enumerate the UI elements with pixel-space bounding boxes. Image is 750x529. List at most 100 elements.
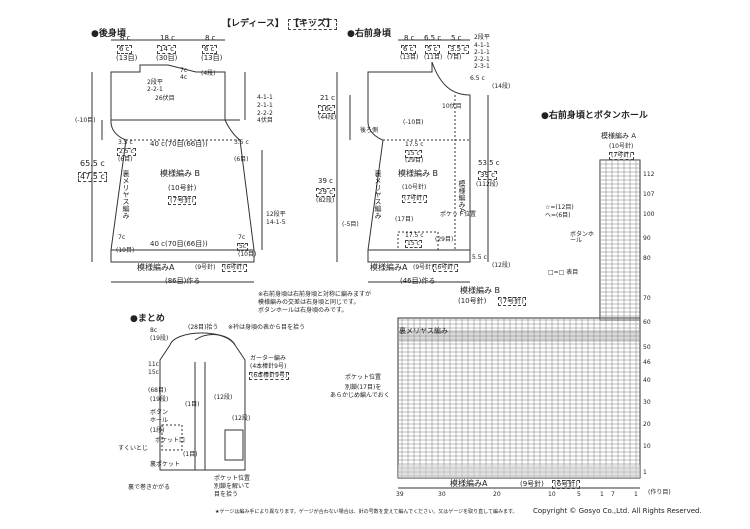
front-kids-2: 5 c — [425, 45, 440, 54]
back-right-3: 12段平 — [266, 211, 286, 218]
col-num: 5 — [577, 491, 581, 498]
front-pattern-b: 模様編み B — [398, 169, 439, 178]
front-pattern-a: 模様編みA — [370, 263, 408, 272]
finish-title: ●まとめ — [130, 314, 165, 324]
col-num: 39 — [396, 491, 404, 498]
chart-pattern-b: 模様編み B — [460, 286, 501, 295]
row-num: 40 — [643, 377, 651, 384]
back-arm-4: 4伏目 — [257, 117, 273, 124]
copyright: Copyright © Gosyo Co.,Ltd. All Rights Re… — [533, 507, 702, 515]
note-2: 模様編みの交差は右身頃と同じです。 — [258, 299, 360, 306]
back-reverse-stockinette: 裏メリヤス編み — [122, 170, 130, 219]
back-pattern-b: 模様編み B — [160, 169, 201, 178]
back-needle-4: (6号針) — [222, 264, 247, 272]
header-ladies: 【レディース】 — [222, 19, 284, 29]
row-num: 50 — [643, 344, 651, 351]
row-num: 100 — [643, 211, 655, 218]
back-needle-2: (7号針) — [168, 196, 196, 205]
finish-label: (1目) — [185, 401, 200, 408]
front-pocket-sts: (17目) — [395, 216, 414, 223]
chart-legend-star: ☆=(12目) — [545, 204, 574, 211]
col-num: 20 — [493, 491, 501, 498]
chart-pattern-a-bottom: 模様編みA — [450, 479, 488, 488]
finish-label: (12段) — [214, 394, 233, 401]
front-mid-6: (29目) — [435, 236, 454, 243]
front-pattern-a-vert: 模様編みA — [458, 180, 466, 213]
front-left-6: (82段) — [316, 197, 335, 204]
front-right-2: (14段) — [492, 83, 511, 90]
finish-label: (1目) — [183, 451, 198, 458]
back-top-kids-3: 6 c — [202, 45, 217, 54]
back-piece-outline — [110, 64, 255, 263]
finish-label: (68目) — [148, 387, 167, 394]
back-right-1: 3.5 c — [234, 139, 249, 146]
row-num: 90 — [643, 235, 651, 242]
front-left-4: 39 c — [318, 177, 333, 185]
back-left-1: (-10目) — [75, 117, 96, 124]
back-arm-3: 2-2-2 — [257, 110, 273, 117]
back-neck-2: 4c — [180, 74, 188, 81]
back-neck-4: 2段平 — [147, 79, 163, 86]
front-neck-2: 2-1-1 — [474, 49, 490, 56]
front-needle-3: (9号針) — [413, 264, 434, 271]
front-pocket-position: ポケット位置 — [440, 211, 477, 218]
finish-label: (6本棒針9号) — [249, 372, 290, 380]
front-cast-on: (46目)作る — [400, 277, 436, 285]
front-rows-3: (7目) — [447, 54, 462, 61]
back-neck-1: 7c — [180, 67, 188, 74]
back-title: ●後身頃 — [91, 29, 126, 39]
back-right-5: 7c — [238, 234, 246, 241]
front-needle-4: (6号針) — [433, 264, 458, 272]
chart-bottom-needle-2: (6号針) — [552, 480, 580, 489]
chart-legend-he: ヘ=(6目) — [545, 212, 571, 219]
back-pattern-a: 模様編みA — [137, 263, 175, 272]
finish-label: 別鎖を解いて — [214, 483, 250, 490]
front-neck-4: 2-3-1 — [474, 63, 490, 70]
row-num: 30 — [643, 399, 651, 406]
finish-outline — [159, 332, 246, 471]
front-mid-3: (29目) — [405, 157, 424, 164]
front-mid-4: 17.5 c — [405, 232, 424, 239]
chart-needle-1: (10号針) — [609, 143, 634, 150]
finish-label: すくいとじ — [118, 445, 149, 452]
front-mid-2: 15 c — [405, 150, 422, 158]
back-top-3: 8 c — [205, 34, 216, 42]
finish-label: 目を拾う — [214, 491, 239, 498]
front-neck-1: 4-1-1 — [474, 42, 490, 49]
front-back-side: 後ろ側 — [360, 127, 379, 134]
front-right-1: 6.5 c — [470, 75, 485, 82]
chart-title: ●右前身頃とボタンホール — [541, 111, 648, 121]
back-neck-6: 26伏目 — [155, 95, 175, 102]
row-num: 107 — [643, 191, 655, 198]
back-left-8: (10目) — [116, 247, 135, 254]
col-num: 7 — [611, 491, 615, 498]
finish-label: 11c — [148, 361, 159, 368]
front-mid-1: 17.5 c — [405, 141, 424, 148]
back-neck-5: 2-2-1 — [147, 86, 163, 93]
finish-label: (19段) — [150, 396, 169, 403]
back-width-top: 40 c(70目(66目)) — [150, 140, 208, 148]
front-top-2: 6.5 c — [424, 34, 442, 42]
chart-pocket-position: ポケット位置 — [345, 374, 382, 381]
back-needle-1: (10号針) — [168, 184, 197, 192]
row-num: 80 — [643, 255, 651, 262]
col-num: 10 — [548, 491, 556, 498]
front-needle-1: (10号針) — [402, 184, 427, 191]
row-num: 20 — [643, 421, 651, 428]
front-reverse-stockinette: 裏メリヤス編み — [374, 170, 382, 219]
chart-pocket-note-1: 別鎖(17目)を — [345, 384, 382, 391]
back-left-4: 3.5 c — [118, 139, 133, 146]
note-1: ※右前身頃は右前身頃と対称に編みますが — [258, 291, 372, 298]
col-num: 1 — [600, 491, 604, 498]
chart-reverse-stockinette: 裏メリヤス編み — [399, 327, 448, 335]
col-num: 30 — [438, 491, 446, 498]
finish-label: ポケット口 — [155, 437, 186, 444]
finish-label: 15c — [148, 369, 159, 376]
front-left-8: (-5目) — [342, 221, 359, 228]
row-num: 60 — [643, 319, 651, 326]
back-left-5: 2.5 c — [117, 148, 136, 156]
footer-note: ★ゲージは編み手により異なります。ゲージが合わない場合は、針の号数を変えて編んで… — [215, 509, 518, 515]
chart-needle-2: (7号針) — [609, 152, 634, 160]
back-needle-3: (9号針) — [195, 264, 216, 271]
